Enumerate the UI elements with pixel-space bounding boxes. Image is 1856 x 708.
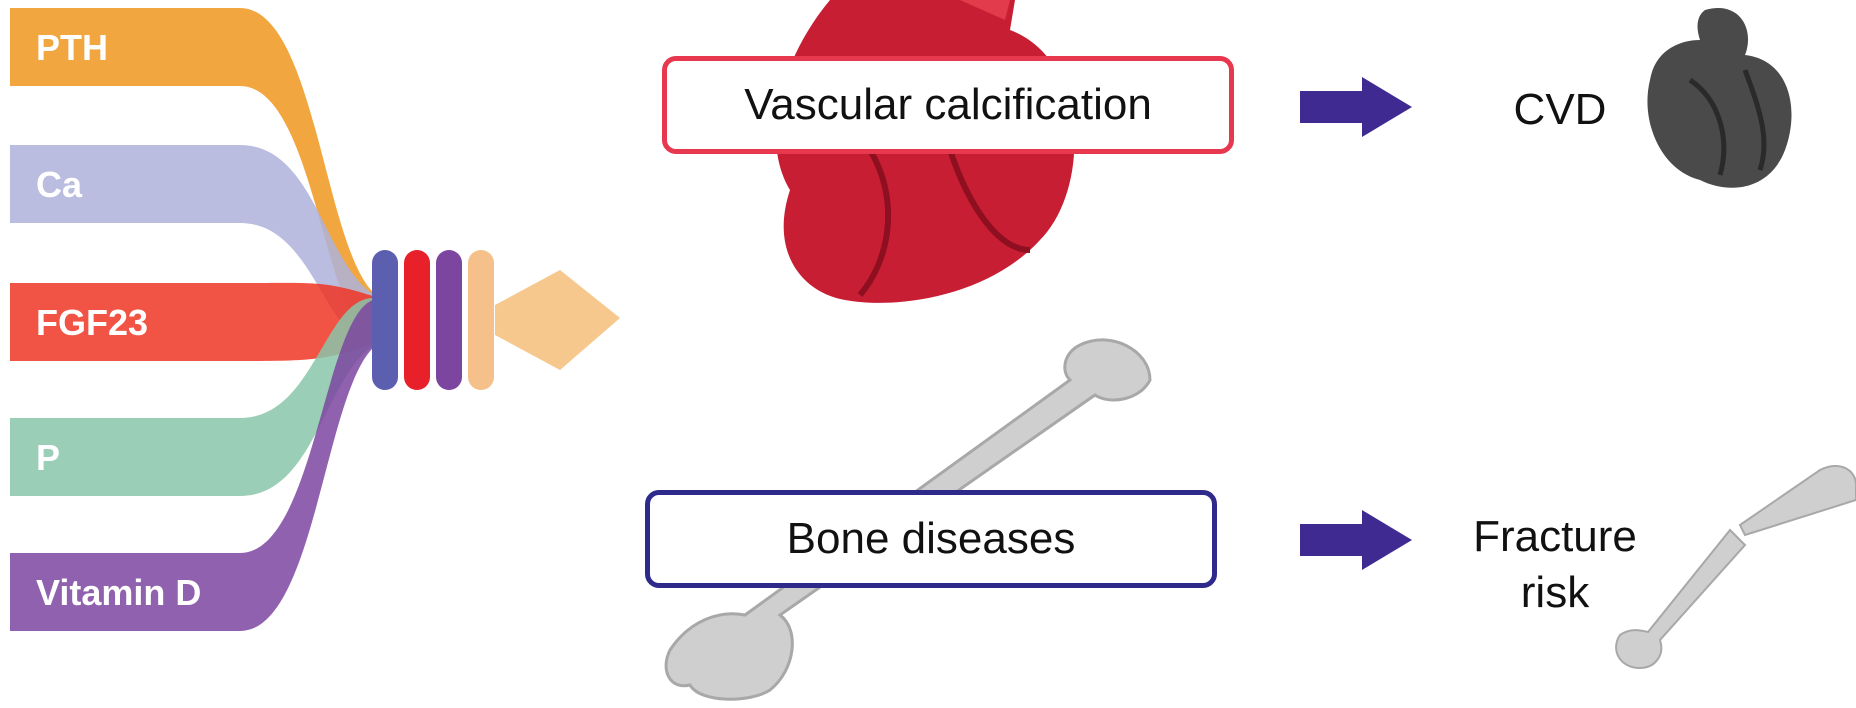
- knot-ring-2: [404, 250, 430, 390]
- knot-output-arrow: [495, 270, 620, 370]
- vascular-calcification-label: Vascular calcification: [744, 80, 1152, 130]
- bone-diseases-label: Bone diseases: [787, 514, 1076, 564]
- bone-diseases-box: Bone diseases: [645, 490, 1217, 588]
- grey-heart-icon: [1647, 8, 1791, 188]
- factor-label-pth: PTH: [36, 27, 108, 68]
- knot: [372, 250, 620, 390]
- factor-label-p: P: [36, 437, 60, 478]
- outcome-arrow-1: [1300, 77, 1412, 137]
- outcome-arrow-2: [1300, 510, 1412, 570]
- knot-ring-1: [372, 250, 398, 390]
- vascular-calcification-box: Vascular calcification: [662, 56, 1234, 154]
- factor-label-ca: Ca: [36, 164, 83, 205]
- fracture-risk-line-2: risk: [1521, 565, 1589, 621]
- cvd-label: CVD: [1500, 80, 1620, 140]
- fracture-risk-label: Fracture risk: [1455, 505, 1655, 625]
- knot-ring-4: [468, 250, 494, 390]
- factor-label-fgf23: FGF23: [36, 302, 148, 343]
- factor-label-vitamin-d: Vitamin D: [36, 572, 201, 613]
- knot-ring-3: [436, 250, 462, 390]
- fracture-risk-line-1: Fracture: [1473, 509, 1637, 565]
- outcome-arrows: [1300, 77, 1412, 570]
